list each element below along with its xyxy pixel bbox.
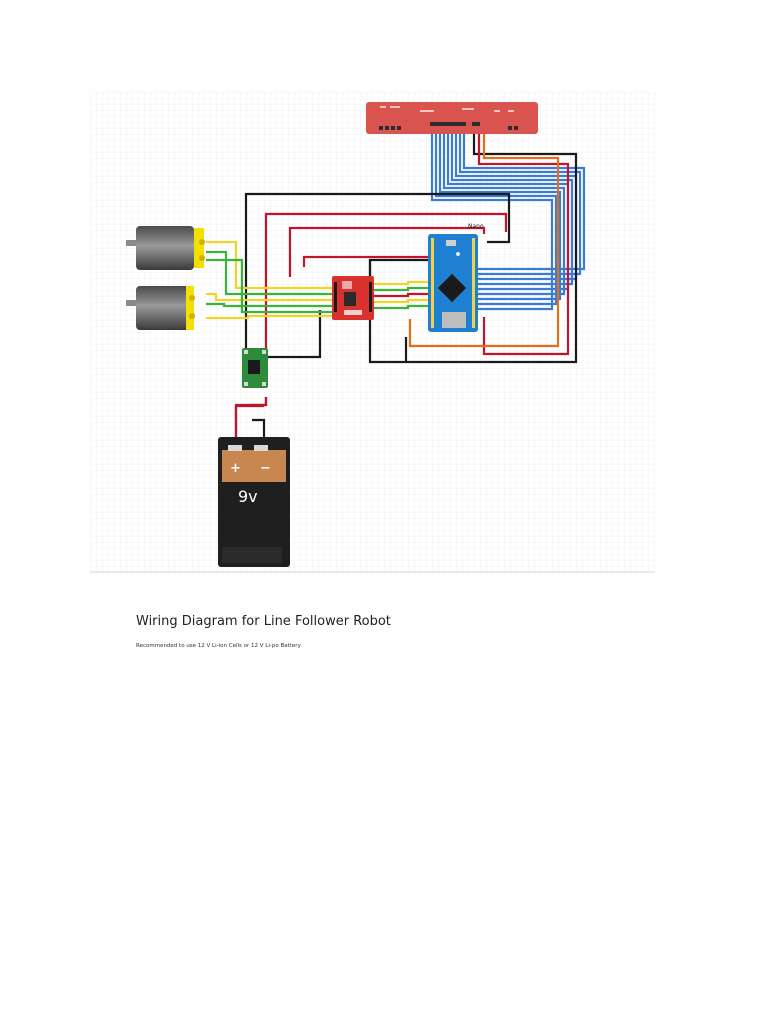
wires-battery	[234, 404, 266, 440]
battery-9v: + − 9v	[218, 437, 290, 567]
grid-background	[90, 92, 655, 573]
motor-driver-board	[332, 276, 374, 320]
voltage-regulator	[242, 348, 268, 388]
dc-motor-top	[126, 226, 205, 270]
battery-voltage-label: 9v	[238, 487, 258, 506]
arduino-nano: Nano	[428, 223, 484, 332]
wire-orange	[408, 124, 560, 348]
dc-motor-bottom	[126, 286, 195, 330]
caption-title: Wiring Diagram for Line Follower Robot	[136, 614, 391, 629]
nano-label: Nano	[468, 223, 484, 230]
battery-plus-label: +	[230, 461, 241, 476]
wiring-diagram: Nano + − 9v	[90, 92, 655, 573]
wires-red	[234, 124, 570, 440]
ir-sensor-array	[366, 102, 538, 134]
wires	[206, 124, 586, 440]
wires-motor	[206, 240, 428, 320]
battery-minus-label: −	[260, 461, 271, 476]
caption-note: Recommended to use 12 V Li-ion Cells or …	[136, 643, 301, 649]
